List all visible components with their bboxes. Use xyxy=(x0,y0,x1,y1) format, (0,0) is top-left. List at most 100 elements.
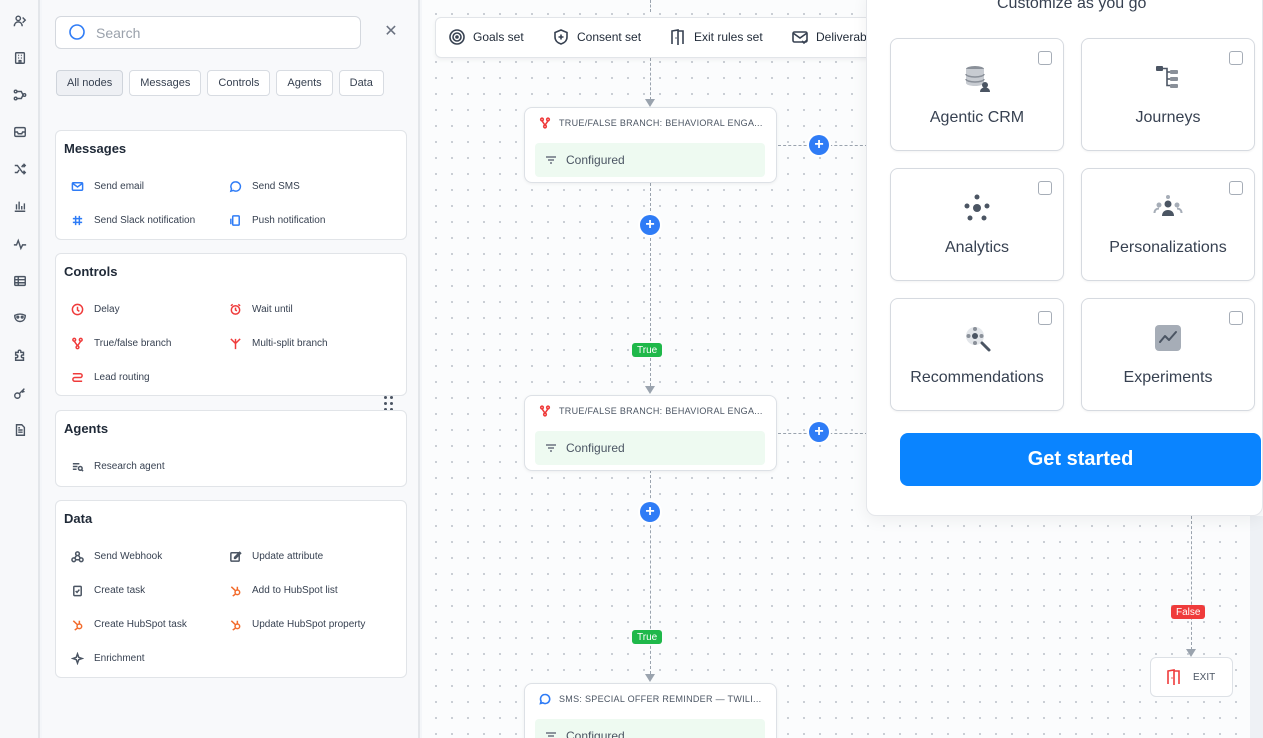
node-label: Send Slack notification xyxy=(94,214,196,226)
feature-card-experiments[interactable]: Experiments xyxy=(1081,298,1255,411)
building-icon[interactable] xyxy=(12,50,28,66)
filter-icon xyxy=(546,444,556,452)
webhook-icon xyxy=(70,549,84,563)
feature-label: Experiments xyxy=(1123,369,1213,386)
add-step-button[interactable]: + xyxy=(809,135,829,155)
connector xyxy=(1191,516,1192,650)
filter-chips: All nodes Messages Controls Agents Data xyxy=(56,70,384,96)
chat-bubble-icon xyxy=(539,693,551,705)
search-nodes-icon xyxy=(960,321,994,355)
journey-node-sms[interactable]: SMS: SPECIAL OFFER REMINDER — TWILI... C… xyxy=(524,683,777,738)
filter-agents[interactable]: Agents xyxy=(276,70,333,96)
section-controls: Controls Delay Wait until True/false bra… xyxy=(55,253,407,396)
shuffle-icon[interactable] xyxy=(12,161,28,177)
feature-checkbox[interactable] xyxy=(1229,311,1243,325)
feature-checkbox[interactable] xyxy=(1038,311,1052,325)
search-box[interactable] xyxy=(55,16,361,49)
inbox-icon[interactable] xyxy=(12,124,28,140)
filter-all-nodes[interactable]: All nodes xyxy=(56,70,124,96)
feature-card-journeys[interactable]: Journeys xyxy=(1081,38,1255,151)
node-send-email[interactable]: Send email xyxy=(70,179,144,193)
node-update-attribute[interactable]: Update attribute xyxy=(228,549,323,563)
bar-chart-icon[interactable] xyxy=(12,198,28,214)
close-icon[interactable]: ✕ xyxy=(384,23,398,40)
feature-checkbox[interactable] xyxy=(1229,51,1243,65)
activity-icon[interactable] xyxy=(12,236,28,252)
node-add-to-hubspot-list[interactable]: Add to HubSpot list xyxy=(228,583,338,597)
add-step-button[interactable]: + xyxy=(809,422,829,442)
section-title: Data xyxy=(64,511,93,526)
filter-icon xyxy=(546,156,556,164)
key-icon[interactable] xyxy=(12,385,28,401)
hubspot-icon xyxy=(228,583,242,597)
network-dots-icon xyxy=(960,191,994,225)
puzzle-icon[interactable] xyxy=(12,347,28,363)
node-update-hubspot-property[interactable]: Update HubSpot property xyxy=(228,617,365,631)
node-create-hubspot-task[interactable]: Create HubSpot task xyxy=(70,617,187,631)
contacts-icon[interactable] xyxy=(12,13,28,29)
journey-node-branch-1[interactable]: TRUE/FALSE BRANCH: BEHAVIORAL ENGA... Co… xyxy=(524,107,777,183)
connector xyxy=(650,0,651,12)
arrow-down-icon xyxy=(1186,649,1196,657)
node-status-text: Configured xyxy=(566,153,625,167)
node-create-task[interactable]: Create task xyxy=(70,583,145,597)
node-title: SMS: SPECIAL OFFER REMINDER — TWILI... xyxy=(559,694,762,704)
arrow-down-icon xyxy=(645,674,655,682)
exit-node[interactable]: EXIT xyxy=(1150,657,1233,697)
feature-card-recommendations[interactable]: Recommendations xyxy=(890,298,1064,411)
node-send-sms[interactable]: Send SMS xyxy=(228,179,300,193)
feature-checkbox[interactable] xyxy=(1038,51,1052,65)
node-lead-routing[interactable]: Lead routing xyxy=(70,370,150,384)
overlay-title: Customize as you go xyxy=(997,0,1147,12)
document-icon[interactable] xyxy=(12,422,28,438)
node-status: Configured xyxy=(535,143,765,177)
search-input[interactable] xyxy=(96,24,336,41)
feature-card-analytics[interactable]: Analytics xyxy=(890,168,1064,281)
clock-icon xyxy=(70,302,84,316)
feature-card-agentic-crm[interactable]: Agentic CRM xyxy=(890,38,1064,151)
filter-data[interactable]: Data xyxy=(338,70,384,96)
node-research-agent[interactable]: Research agent xyxy=(70,459,165,473)
node-multi-split-branch[interactable]: Multi-split branch xyxy=(228,336,328,350)
mail-check-icon xyxy=(792,31,808,45)
node-send-webhook[interactable]: Send Webhook xyxy=(70,549,162,563)
node-push-notification[interactable]: Push notification xyxy=(228,213,325,227)
chat-bubble-icon xyxy=(228,179,242,193)
toolbar-label: Goals set xyxy=(473,30,524,44)
arrow-down-icon xyxy=(645,99,655,107)
node-wait-until[interactable]: Wait until xyxy=(228,302,293,316)
toolbar-exit-rules[interactable]: Exit rules set xyxy=(669,28,763,46)
node-send-slack[interactable]: Send Slack notification xyxy=(70,213,195,227)
node-label: Send Webhook xyxy=(94,550,163,562)
flow-icon[interactable] xyxy=(12,87,28,103)
node-panel: ✕ All nodes Messages Controls Agents Dat… xyxy=(42,0,420,738)
table-icon[interactable] xyxy=(12,273,28,289)
phone-icon xyxy=(228,213,242,227)
database-icon xyxy=(960,61,994,95)
feature-checkbox[interactable] xyxy=(1229,181,1243,195)
branch-true-badge: True xyxy=(632,630,663,644)
node-true-false-branch[interactable]: True/false branch xyxy=(70,336,171,350)
get-started-button[interactable]: Get started xyxy=(900,433,1261,486)
filter-controls[interactable]: Controls xyxy=(207,70,271,96)
feature-card-personalizations[interactable]: Personalizations xyxy=(1081,168,1255,281)
toolbar-goals[interactable]: Goals set xyxy=(448,28,524,46)
journey-node-branch-2[interactable]: TRUE/FALSE BRANCH: BEHAVIORAL ENGA... Co… xyxy=(524,395,777,471)
node-status: Configured xyxy=(535,431,765,465)
add-step-button[interactable]: + xyxy=(640,502,660,522)
filter-messages[interactable]: Messages xyxy=(129,70,202,96)
node-label: Push notification xyxy=(252,214,326,226)
branch-icon xyxy=(70,336,84,350)
mask-icon[interactable] xyxy=(12,310,28,326)
node-delay[interactable]: Delay xyxy=(70,302,120,316)
mail-icon xyxy=(70,179,84,193)
toolbar-label: Consent set xyxy=(577,30,642,44)
section-messages: Messages Send email Send SMS Send Slack … xyxy=(55,130,407,240)
node-enrichment[interactable]: Enrichment xyxy=(70,651,145,665)
routing-icon xyxy=(70,370,84,384)
drag-handle-icon[interactable] xyxy=(384,396,394,412)
add-step-button[interactable]: + xyxy=(640,215,660,235)
feature-checkbox[interactable] xyxy=(1038,181,1052,195)
toolbar-consent[interactable]: Consent set xyxy=(552,28,641,46)
node-title: TRUE/FALSE BRANCH: BEHAVIORAL ENGA... xyxy=(559,118,763,128)
